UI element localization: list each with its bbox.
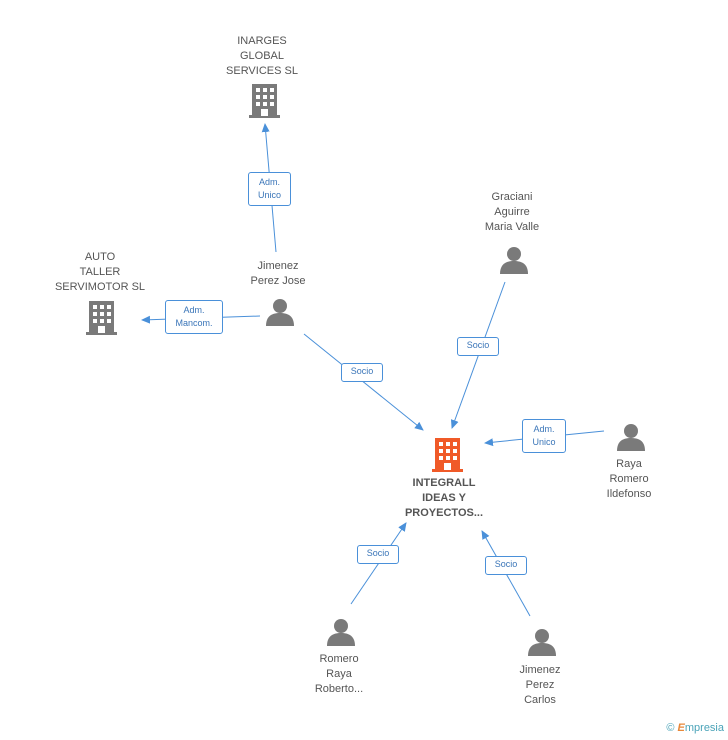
node-label-integrall[interactable]: INTEGRALL IDEAS Y PROYECTOS...: [404, 477, 484, 519]
node-label-jimenez-perez-jose[interactable]: Jimenez Perez Jose: [250, 260, 306, 287]
person-icon[interactable]: [266, 299, 294, 326]
brand-logo-initial: E: [677, 722, 685, 734]
copyright-symbol: ©: [666, 722, 675, 734]
building-icon[interactable]: [86, 301, 117, 335]
empresia-watermark[interactable]: © Empresia: [666, 722, 724, 734]
node-label-graciani[interactable]: Graciani Aguirre Maria Valle: [484, 191, 540, 233]
person-icon[interactable]: [617, 424, 645, 451]
person-icon[interactable]: [500, 247, 528, 274]
brand-logo-text: mpresia: [684, 722, 724, 734]
node-label-auto-taller[interactable]: AUTO TALLER SERVIMOTOR SL: [54, 251, 146, 293]
edge-jose-integrall: [303, 333, 424, 431]
node-label-inarges[interactable]: INARGES GLOBAL SERVICES SL: [226, 35, 298, 77]
person-icon[interactable]: [528, 629, 556, 656]
node-label-raya[interactable]: Raya Romero Ildefonso: [606, 458, 652, 500]
edge-label-socio: Socio: [357, 545, 399, 564]
node-label-romero[interactable]: Romero Raya Roberto...: [314, 653, 364, 695]
edge-label-socio: Socio: [341, 363, 383, 382]
building-icon[interactable]: [249, 84, 280, 118]
node-label-jimenez-carlos[interactable]: Jimenez Perez Carlos: [519, 664, 561, 706]
edge-label-adm-mancom: Adm. Mancom.: [165, 300, 223, 334]
edge-label-adm-unico: Adm. Unico: [522, 419, 566, 453]
building-icon-main[interactable]: [432, 438, 463, 472]
edge-label-socio: Socio: [457, 337, 499, 356]
person-icon[interactable]: [327, 619, 355, 646]
edge-label-socio: Socio: [485, 556, 527, 575]
edge-label-adm-unico: Adm. Unico: [248, 172, 291, 206]
